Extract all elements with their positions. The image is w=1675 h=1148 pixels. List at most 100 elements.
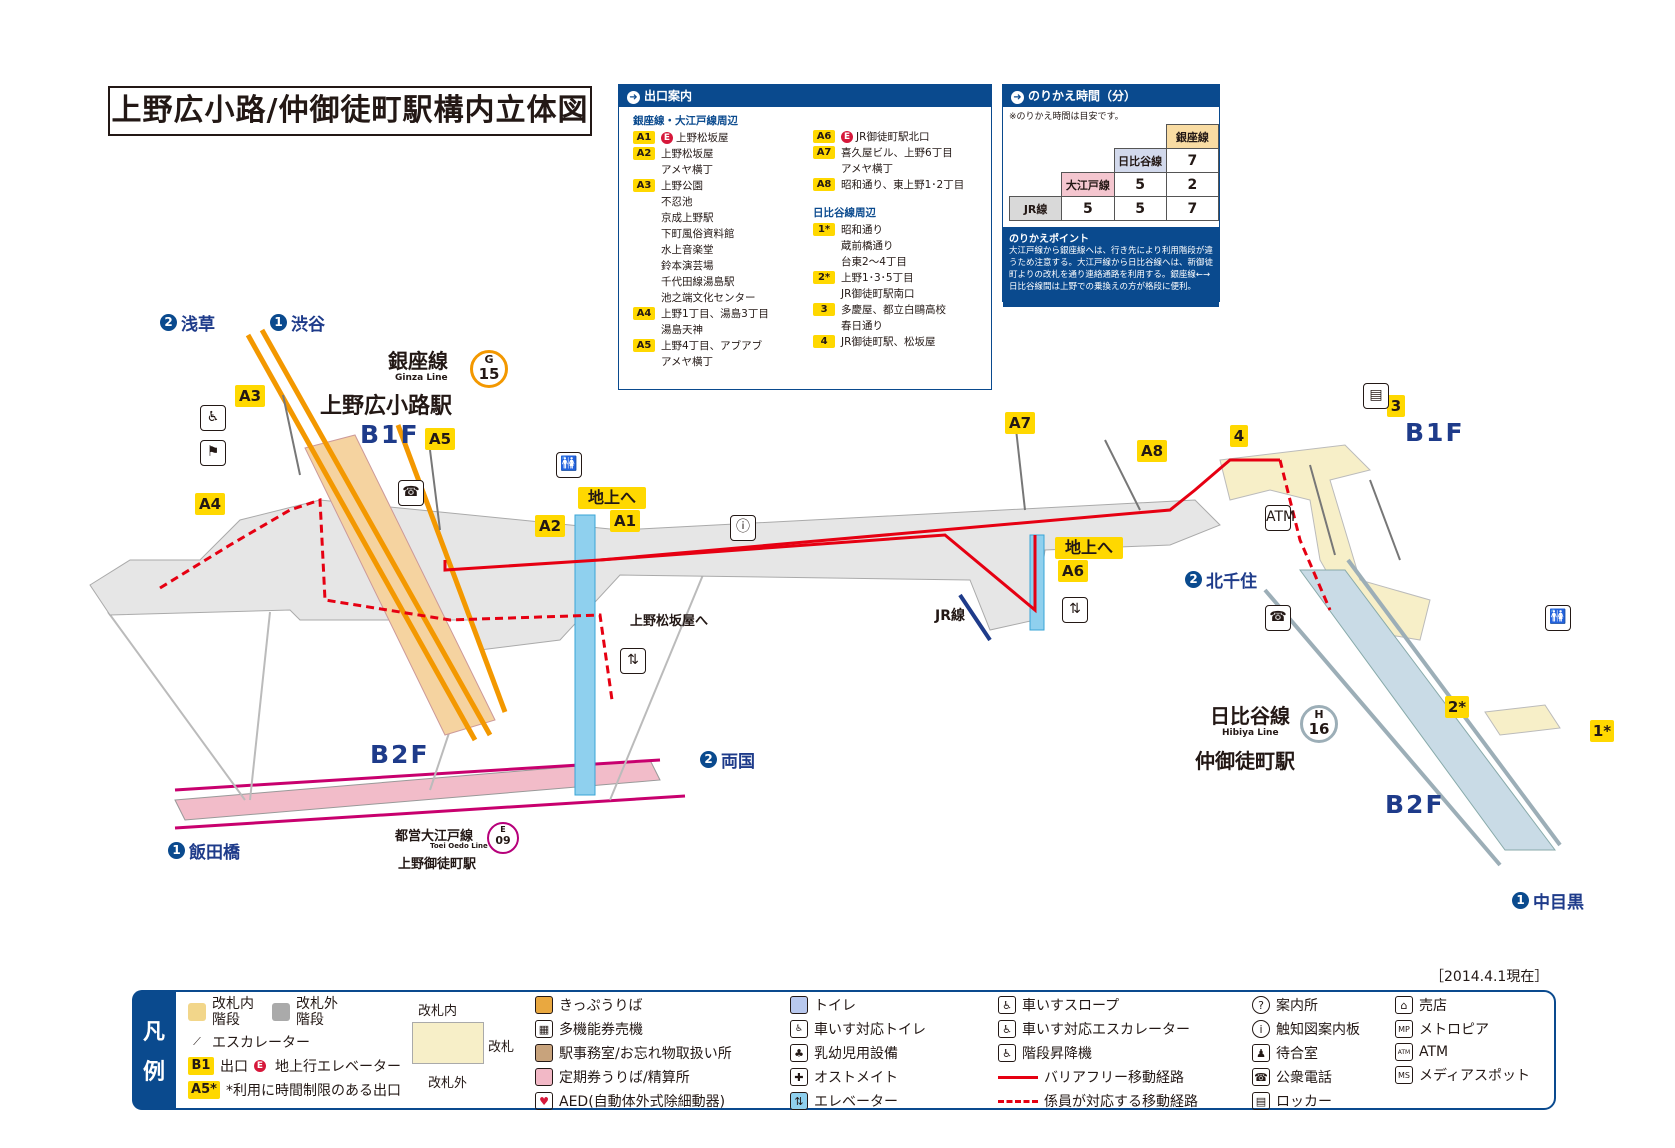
oedo-code-letter: E <box>500 825 506 834</box>
exit-destination: 鈴本演芸場 <box>661 260 714 272</box>
toilet-icon: 🚻 <box>556 452 582 478</box>
map-exit-a5[interactable]: A5 <box>425 428 455 450</box>
exit-tag: 4 <box>813 335 836 348</box>
legend-col-5: ♿車いすスロープ ♿車いす対応エスカレーター ♿階段昇降機 バリアフリー移動経路… <box>998 995 1198 1111</box>
map-exit-h4[interactable]: 4 <box>1230 425 1248 447</box>
ostomate-icon: ✚ <box>790 1068 808 1086</box>
public-phone-icon: ☎ <box>398 480 424 506</box>
to-matsuzakaya: 上野松坂屋へ <box>630 614 709 629</box>
direction-number: 2 <box>160 314 177 331</box>
header-jr: JR線 <box>1008 196 1063 221</box>
pass-office-icon <box>535 1068 553 1086</box>
legend-side-char-2: 例 <box>142 1060 165 1085</box>
legend-wheelchair-escalator: ♿車いす対応エスカレーター <box>998 1019 1198 1039</box>
support-line <box>107 611 246 801</box>
legend-toilet: トイレ <box>790 995 926 1015</box>
barrier-free-route-hibiya <box>599 458 1280 562</box>
map-exit-h3[interactable]: 3 <box>1387 395 1405 417</box>
ginza-station-code: G 15 <box>470 350 508 388</box>
exit-destination: アメヤ横丁 <box>841 163 894 175</box>
exit-tag: 2* <box>813 271 836 284</box>
map-exit-a2[interactable]: A2 <box>535 515 565 537</box>
hibiya-south-area <box>1484 704 1561 736</box>
exit-destinations: JR御徒町駅、松坂屋 <box>841 334 935 350</box>
ginza-line-en: Ginza Line <box>395 373 448 383</box>
direction-number: 2 <box>700 751 717 768</box>
locker-icon: ▤ <box>1252 1092 1270 1110</box>
exit-destinations: 上野公園不忍池京成上野駅下町風俗資料館水上音楽堂鈴本演芸場千代田線湯島駅池之端文… <box>661 178 756 306</box>
exit-tag-icon: B1 <box>188 1057 214 1075</box>
gate-icon <box>412 1022 484 1064</box>
elevator-exit-icon: E <box>254 1060 266 1072</box>
direction-number: 1 <box>168 842 185 859</box>
map-exit-a7[interactable]: A7 <box>1005 412 1035 434</box>
exit-tag: 1* <box>813 223 836 236</box>
exit-destinations: 昭和通り蔵前橋通り台東2～4丁目 <box>841 222 907 270</box>
wheelchair-escalator-icon: ♿ <box>998 1020 1016 1038</box>
map-exit-a4[interactable]: A4 <box>195 493 225 515</box>
hibiya-track-1 <box>1263 588 1502 867</box>
hibiya-station-name: 仲御徒町駅 <box>1195 749 1295 773</box>
legend-col-3: きっぷうりば ▦多機能券売機 駅事務室/お忘れ物取扱い所 定期券うりば/精算所 … <box>535 995 732 1111</box>
stairs-in-icon <box>188 1003 206 1021</box>
exit-destinations: 上野1丁目、湯島3丁目湯島天神 <box>661 306 769 338</box>
media-spot-icon: MS <box>1395 1066 1413 1084</box>
floor-b1f-right: B1F <box>1405 418 1465 447</box>
direction-label: 北千住 <box>1206 572 1257 592</box>
direction-label: 渋谷 <box>291 315 325 335</box>
map-exit-a8[interactable]: A8 <box>1137 440 1167 462</box>
legend-label: 地上行エレベーター <box>275 1059 401 1075</box>
map-exit-a3[interactable]: A3 <box>235 385 265 407</box>
legend-label: ATM <box>1419 1044 1449 1060</box>
oedo-line-name: 都営大江戸線 <box>395 829 474 844</box>
legend-label: 改札外 <box>296 996 338 1012</box>
map-exit-h1[interactable]: 1* <box>1590 720 1614 742</box>
legend-restricted: A5**利用に時間制限のある出口 <box>188 1080 418 1100</box>
hibiya-platform <box>1299 569 1556 851</box>
elevator-exit-icon: E <box>841 131 854 143</box>
transfer-header: ➜のりかえ時間（分） <box>1003 85 1219 107</box>
exit-destination: 下町風俗資料館 <box>661 228 735 240</box>
cell-jr-ginza: 7 <box>1165 196 1220 221</box>
exit-tag: A4 <box>633 307 655 320</box>
barrier-free-route-icon <box>998 1075 1038 1079</box>
hibiya-b1f-concourse <box>1219 444 1431 641</box>
direction-label: 中目黒 <box>1533 893 1584 913</box>
ginza-track-2 <box>259 328 493 737</box>
map-exit-a6[interactable]: A6 <box>1058 560 1088 582</box>
wheelchair-slope-icon: ♿ <box>200 405 226 431</box>
transfer-point-text: 大江戸線から銀座線へは、行き先により利用階段が違うため注意する。大江戸線から日比… <box>1009 246 1214 292</box>
legend-gate-label: 改札 <box>488 1040 515 1055</box>
exit-destinations: 昭和通り、東上野1･2丁目 <box>841 177 964 193</box>
legend-side: 凡例 <box>132 990 176 1110</box>
ticket-office-icon <box>535 996 553 1014</box>
elevator-icon: ⇅ <box>790 1092 808 1110</box>
exit-destination: 不忍池 <box>661 196 693 208</box>
legend-label: 触知図案内板 <box>1276 1022 1360 1038</box>
map-exit-a1[interactable]: A1 <box>610 510 640 532</box>
elevator-shaft-a1 <box>574 514 596 796</box>
legend-label: 改札内 <box>212 996 254 1012</box>
legend-label: 車いす対応トイレ <box>814 1022 926 1038</box>
info-desk-icon: ? <box>1252 996 1270 1014</box>
oedo-code-number: 09 <box>495 834 511 847</box>
map-exit-h2[interactable]: 2* <box>1445 696 1469 718</box>
oedo-line-en: Toei Oedo Line <box>430 842 488 850</box>
arrow-right-icon: ➜ <box>627 91 640 104</box>
